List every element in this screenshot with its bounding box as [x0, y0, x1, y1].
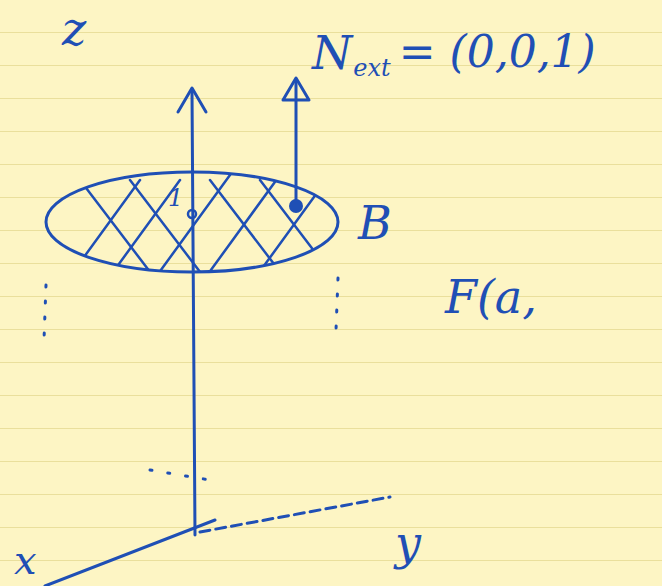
drop-line	[150, 470, 210, 480]
height-value: 1	[168, 186, 183, 210]
z-arrowhead	[178, 88, 206, 112]
drop-line	[336, 278, 338, 330]
surface-point	[289, 199, 303, 213]
disk-outline	[46, 172, 338, 272]
function-text: F(a,	[445, 274, 537, 320]
y-axis	[200, 497, 390, 532]
surface-name: B	[358, 200, 392, 246]
center-point	[188, 210, 196, 218]
z-axis	[192, 92, 195, 535]
drop-line	[44, 285, 46, 340]
axis-label: x	[14, 540, 37, 580]
normal-arrowhead	[283, 78, 309, 100]
vector-value: = (0,0,1)	[399, 30, 596, 74]
axis-label: y	[395, 520, 421, 566]
vector-name: N	[312, 30, 352, 76]
axis-label: z	[62, 6, 86, 52]
vector-subscript: ext	[353, 56, 390, 80]
disk-hatching	[60, 175, 340, 290]
x-axis	[45, 520, 215, 586]
